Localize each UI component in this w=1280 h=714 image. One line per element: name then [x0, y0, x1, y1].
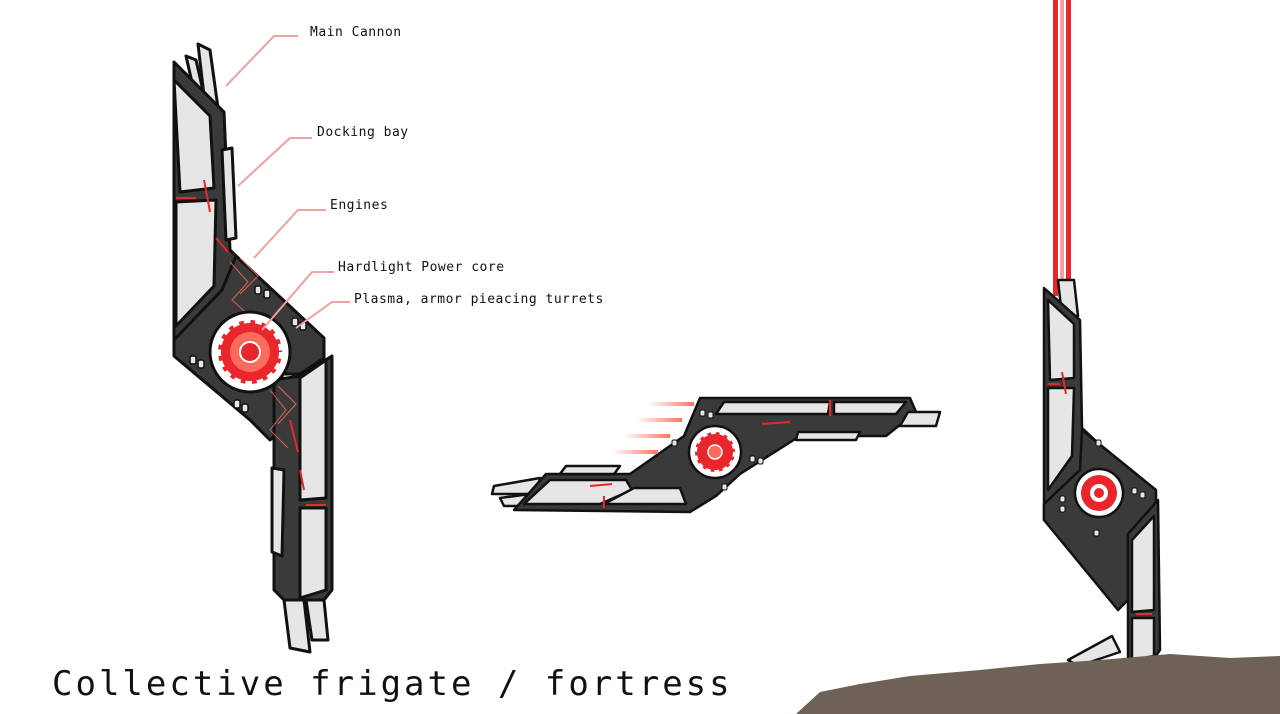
power-core-medium [687, 424, 743, 480]
ground-terrain [796, 654, 1280, 714]
turrets-small [1059, 439, 1146, 537]
callout-power-core: Hardlight Power core [338, 260, 505, 275]
callout-main-cannon: Main Cannon [310, 25, 402, 40]
callout-turrets: Plasma, armor pieacing turrets [354, 292, 604, 307]
page-title: Collective frigate / fortress [52, 664, 733, 704]
frigate-vertical-seams [176, 179, 326, 506]
callout-leaders [225, 35, 350, 331]
callout-engines: Engines [330, 198, 389, 213]
power-core-small [1073, 467, 1125, 519]
hardlight-web [229, 257, 297, 449]
fortress-ship [1042, 278, 1162, 668]
fortress-beam [1053, 0, 1075, 296]
turrets-large [189, 285, 307, 413]
fortress-seams [1048, 371, 1152, 615]
power-core-large [208, 310, 292, 394]
engine-thrust [612, 402, 694, 454]
turrets-medium [671, 409, 764, 491]
frigate-horizontal-seams [589, 400, 831, 508]
callout-docking-bay: Docking bay [317, 125, 409, 140]
